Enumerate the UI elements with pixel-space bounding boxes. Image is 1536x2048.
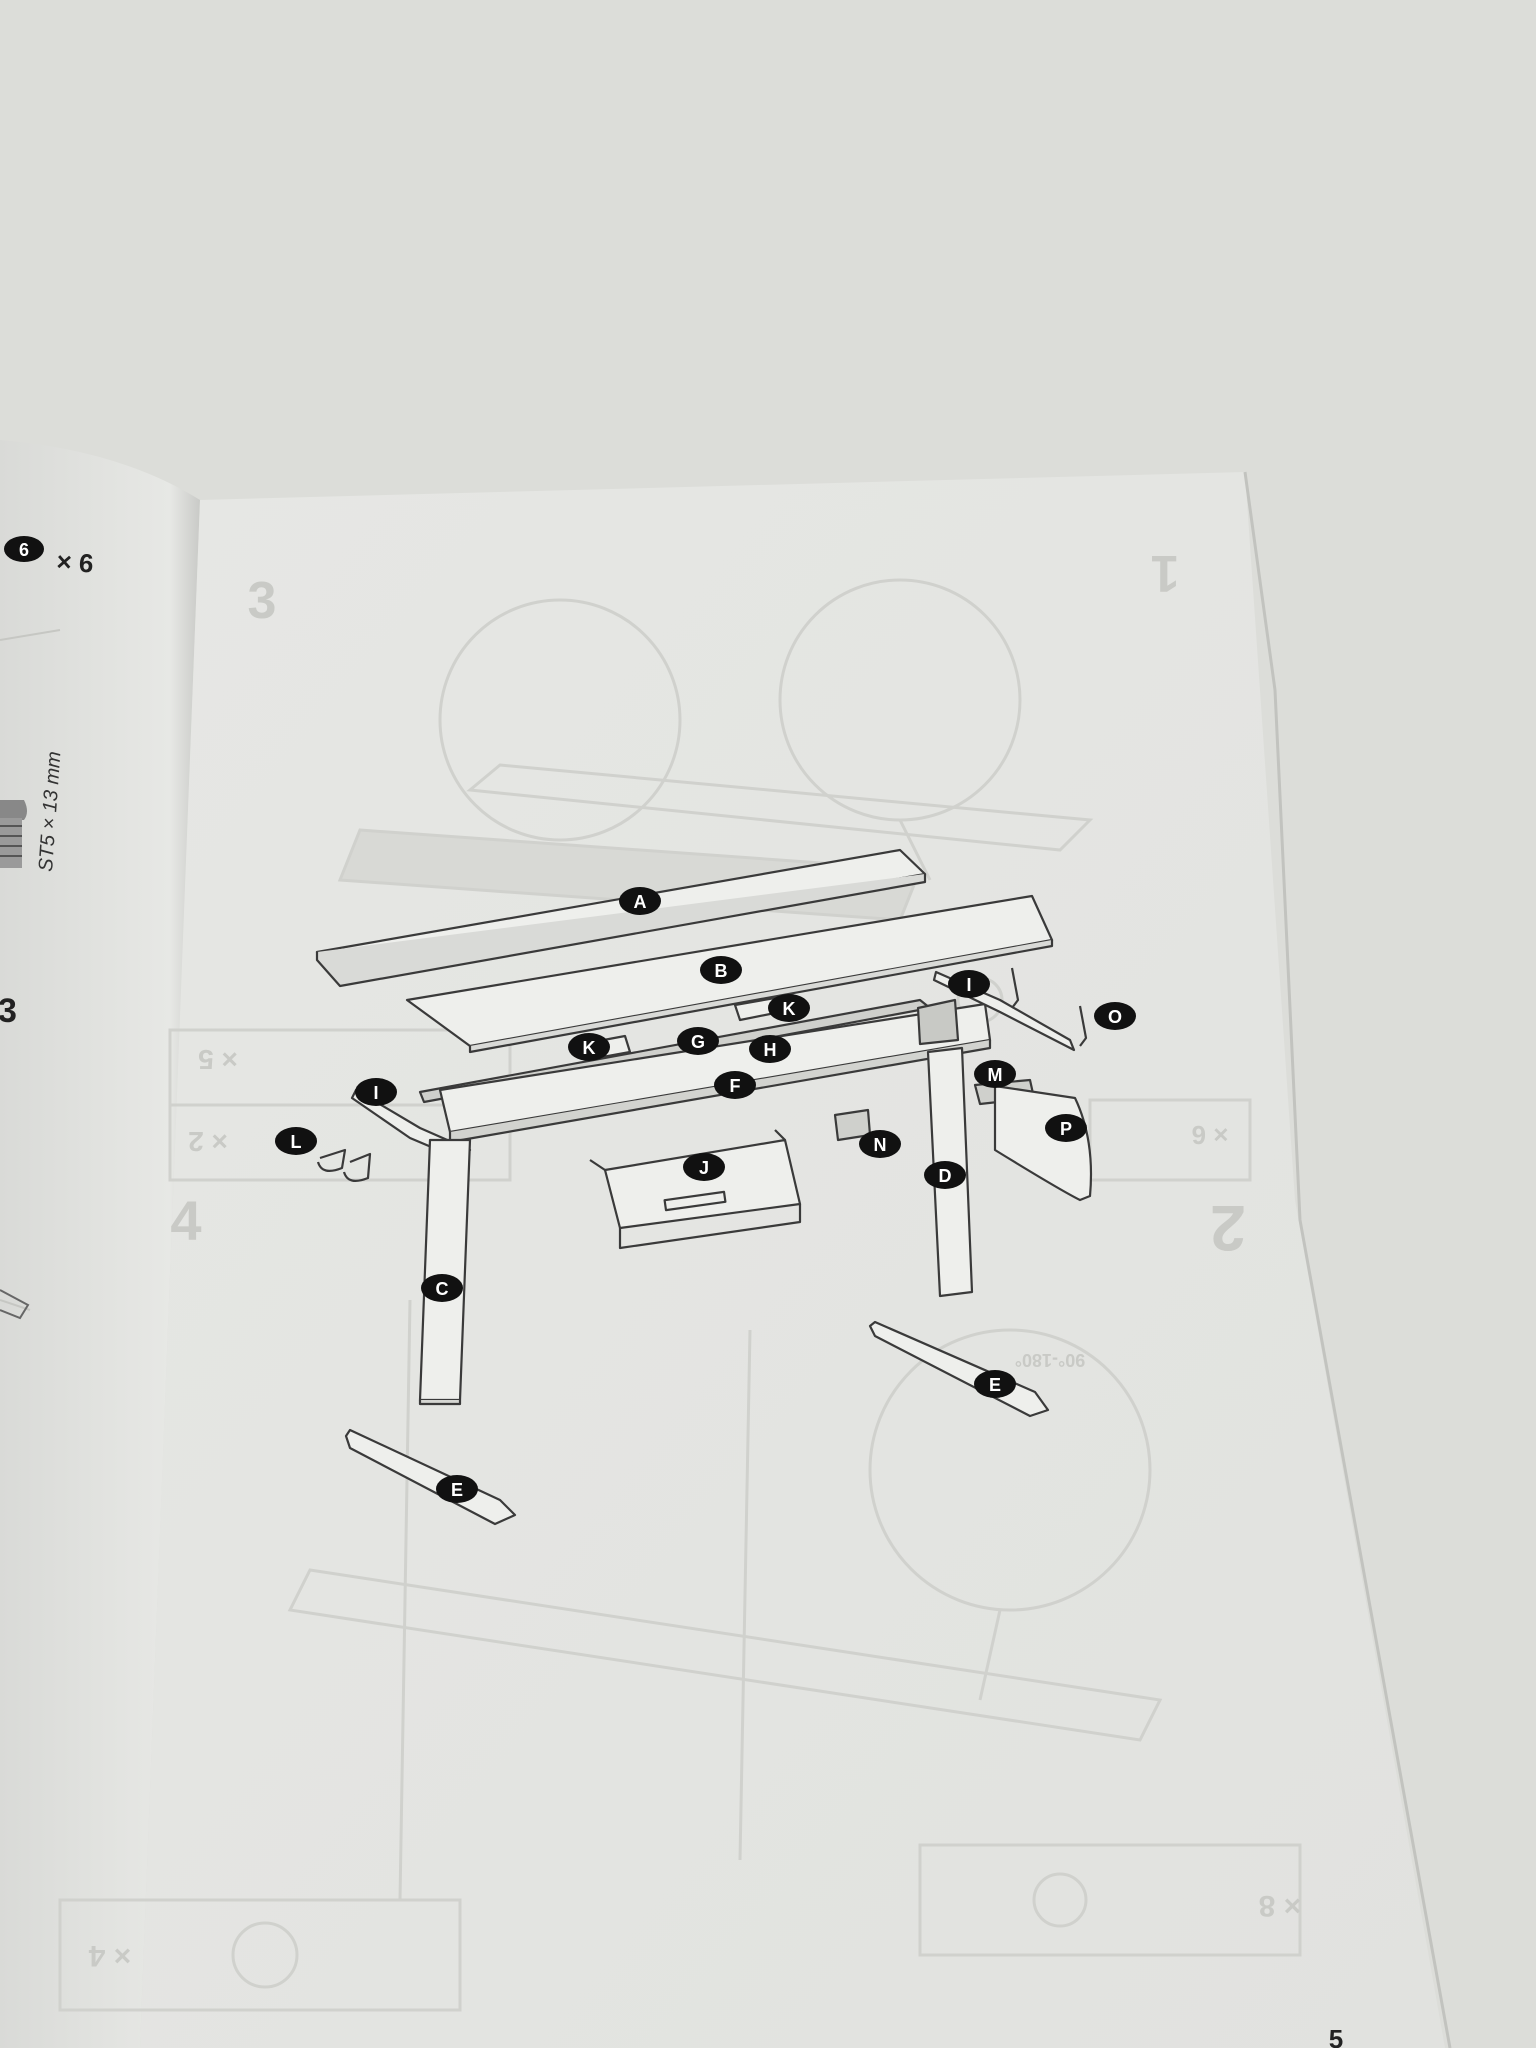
hardware-qty: × 6: [56, 546, 95, 578]
faint-step-2: 2: [1210, 1192, 1246, 1264]
left-page: [0, 440, 200, 2048]
svg-text:B: B: [715, 961, 728, 981]
svg-text:G: G: [691, 1032, 705, 1052]
svg-text:O: O: [1108, 1007, 1122, 1027]
badge-i-left: I: [355, 1078, 397, 1106]
badge-c: C: [421, 1274, 463, 1302]
part-badges: A B K K G H F I I O M P L N J D C E E: [275, 887, 1136, 1503]
faint-qty-4: × 4: [88, 1939, 131, 1972]
badge-o: O: [1094, 1002, 1136, 1030]
svg-text:E: E: [451, 1480, 463, 1500]
badge-l: L: [275, 1127, 317, 1155]
svg-text:E: E: [989, 1375, 1001, 1395]
faint-qty-2: × 2: [188, 1126, 228, 1157]
faint-labels: 1 2 3 4 × 5 × 2 × 8 × 4 × 6 90°-180°: [88, 544, 1301, 1972]
svg-text:C: C: [436, 1279, 449, 1299]
badge-e-right: E: [974, 1370, 1016, 1398]
bracket-h: [916, 998, 960, 1046]
left-step-number: 3: [0, 992, 17, 1030]
faint-qty-5: × 6: [1192, 1120, 1229, 1150]
svg-text:H: H: [764, 1040, 777, 1060]
svg-text:A: A: [634, 892, 647, 912]
badge-h: H: [749, 1035, 791, 1063]
badge-n: N: [859, 1130, 901, 1158]
svg-text:K: K: [583, 1038, 596, 1058]
badge-g: G: [677, 1027, 719, 1055]
faint-qty-1: × 5: [198, 1044, 238, 1075]
hook-o-1: [1010, 967, 1020, 1009]
hook-l-2: [342, 1152, 372, 1183]
svg-text:F: F: [730, 1076, 741, 1096]
page-number: 5: [1329, 2024, 1343, 2048]
badge-f: F: [714, 1071, 756, 1099]
svg-text:N: N: [874, 1135, 887, 1155]
badge-i-right: I: [948, 970, 990, 998]
leg-c: [418, 1138, 472, 1402]
badge-d: D: [924, 1161, 966, 1189]
badge-b: B: [700, 956, 742, 984]
svg-text:P: P: [1060, 1119, 1072, 1139]
faint-step-4: 4: [170, 1189, 201, 1252]
hook-l-1: [316, 1148, 347, 1173]
right-page: [140, 472, 1445, 2048]
badge-a: A: [619, 887, 661, 915]
svg-text:D: D: [939, 1166, 952, 1186]
svg-text:K: K: [783, 999, 796, 1019]
badge-k-left: K: [568, 1033, 610, 1061]
svg-text:M: M: [988, 1065, 1003, 1085]
faint-step-3: 3: [248, 572, 277, 630]
foot-e-left: [344, 1428, 517, 1526]
left-hardware-callout: 6 × 6: [4, 536, 94, 579]
screw-illustration: ST5 × 13 mm: [0, 750, 65, 872]
svg-text:L: L: [291, 1132, 302, 1152]
badge-k-right: K: [768, 994, 810, 1022]
hook-o-2: [1078, 1005, 1088, 1047]
badge-p: P: [1045, 1114, 1087, 1142]
svg-text:J: J: [699, 1158, 709, 1178]
faint-qty-3: × 8: [1259, 1889, 1302, 1922]
badge-e-left: E: [436, 1475, 478, 1503]
faint-range-label: 90°-180°: [1015, 1350, 1085, 1370]
faint-step-1: 1: [1151, 544, 1180, 602]
badge-j: J: [683, 1153, 725, 1181]
svg-text:I: I: [373, 1083, 378, 1103]
svg-text:I: I: [966, 975, 971, 995]
badge-m: M: [974, 1060, 1016, 1088]
hardware-badge: 6: [19, 540, 29, 560]
